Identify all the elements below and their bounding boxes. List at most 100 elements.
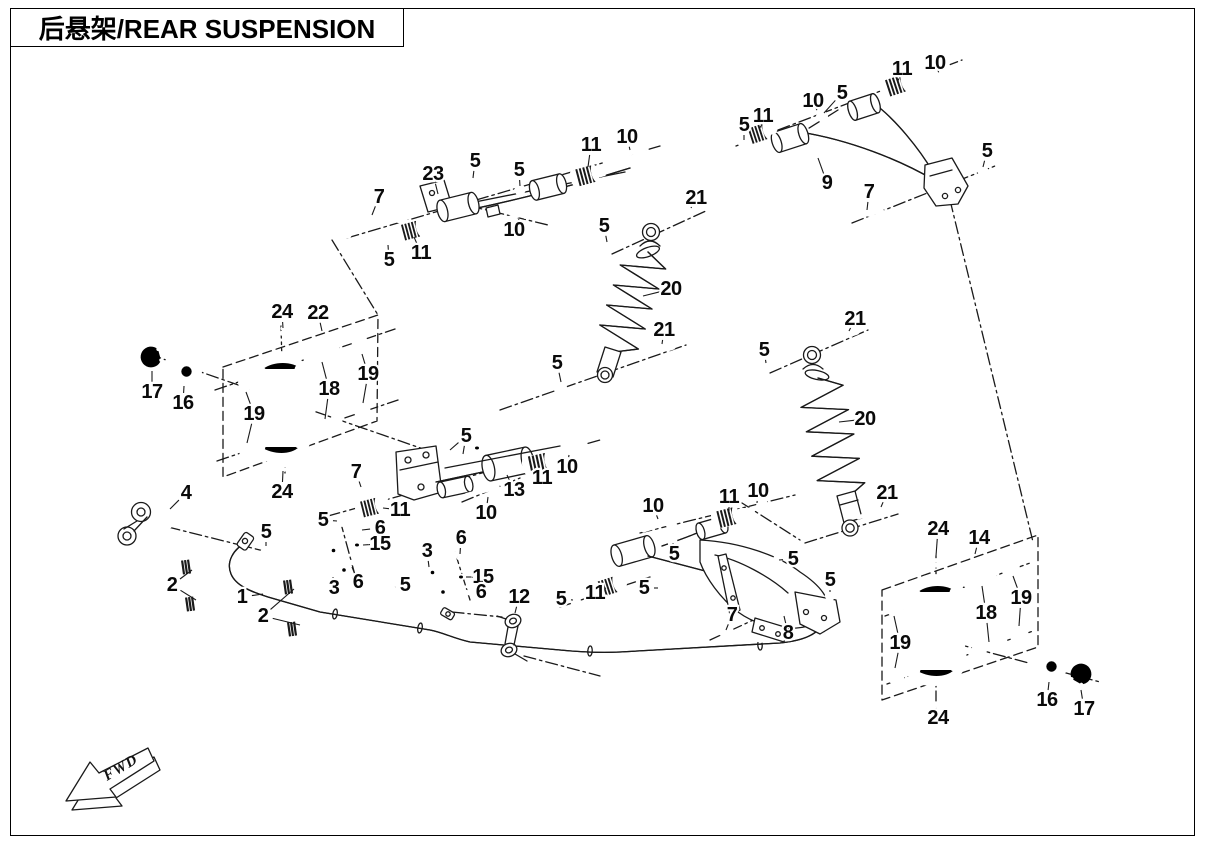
callout-11: 11	[382, 497, 413, 523]
callout-number: 19	[889, 632, 911, 654]
callout-number: 12	[508, 586, 530, 608]
callout-number: 5	[759, 339, 770, 361]
title-box: 后悬架/REAR SUSPENSION	[10, 8, 404, 47]
callout-number: 5	[669, 543, 680, 565]
callout-number: 11	[753, 105, 774, 127]
subassembly-boxes	[222, 314, 1039, 701]
part-stabilizer-link-12	[496, 613, 528, 662]
bearing-icon	[1028, 647, 1067, 682]
callout-number: 5	[639, 577, 650, 599]
flanged-bushing-icon	[1000, 556, 1022, 578]
callout-number: 5	[470, 150, 481, 172]
nut-icon	[759, 361, 773, 373]
callout-24: 24	[925, 705, 953, 732]
callout-number: 6	[353, 571, 364, 593]
washer-icon	[352, 541, 362, 549]
callout-number: 15	[472, 566, 494, 588]
callout-5: 5	[549, 350, 565, 383]
callout-number: 11	[892, 58, 913, 80]
callout-number: 21	[653, 319, 675, 341]
callout-20: 20	[838, 406, 879, 432]
flanged-bushing-icon	[1008, 623, 1030, 645]
callout-11: 11	[579, 132, 604, 168]
callout-15: 15	[362, 531, 394, 557]
spacer-icon	[961, 567, 1001, 589]
callout-number: 4	[181, 482, 193, 504]
callout-2: 2	[255, 588, 301, 629]
clamp-bracket-icon	[420, 568, 447, 597]
callout-number: 18	[975, 602, 997, 624]
callout-5: 5	[636, 575, 658, 601]
callout-5: 5	[979, 138, 995, 168]
callout-2: 2	[164, 569, 197, 601]
callout-21: 21	[683, 185, 710, 212]
callout-number: 2	[167, 574, 178, 596]
callout-number: 5	[400, 574, 411, 596]
callout-3: 3	[419, 538, 435, 568]
callout-number: 24	[271, 301, 294, 323]
bolt-icon	[640, 339, 678, 360]
snap-ring-icon	[1066, 659, 1096, 689]
callout-number: 24	[927, 518, 950, 540]
callout-number: 11	[581, 134, 602, 156]
callout-number: 3	[422, 540, 433, 562]
callout-number: 6	[375, 517, 386, 539]
callout-10: 10	[922, 50, 949, 77]
callout-number: 17	[141, 381, 163, 403]
nut-icon	[976, 165, 990, 177]
callout-number: 11	[719, 486, 740, 508]
callout-number: 5	[982, 140, 993, 162]
callout-number: 10	[556, 456, 578, 478]
callout-22: 22	[305, 300, 332, 332]
callout-23: 23	[420, 161, 447, 195]
callout-number: 17	[1073, 698, 1095, 720]
callout-5: 5	[258, 519, 274, 546]
callout-10: 10	[800, 88, 827, 115]
callout-number: 20	[660, 278, 682, 300]
callout-10: 10	[554, 454, 581, 481]
nut-icon	[657, 583, 669, 593]
callout-11: 11	[530, 465, 556, 492]
callout-10: 10	[473, 496, 500, 526]
callout-13: 13	[501, 474, 528, 503]
callout-number: 7	[864, 181, 875, 203]
callout-number: 19	[243, 403, 265, 425]
callout-number: 10	[503, 219, 525, 241]
callout-number: 5	[788, 548, 799, 570]
nut-icon	[260, 546, 272, 556]
callout-5: 5	[511, 157, 527, 187]
callout-24: 24	[269, 470, 297, 505]
callout-6: 6	[361, 515, 388, 541]
callout-6: 6	[350, 566, 366, 595]
callout-5: 5	[756, 337, 772, 364]
callout-5: 5	[381, 244, 397, 273]
callout-5: 5	[394, 572, 413, 598]
callout-24: 24	[269, 299, 297, 329]
callout-5: 5	[823, 80, 850, 114]
flanged-bushing-icon	[351, 400, 373, 422]
callout-number: 5	[552, 352, 563, 374]
bushing-clamp-icon	[177, 554, 209, 577]
callout-11: 11	[409, 236, 434, 266]
nut-icon	[466, 176, 480, 188]
callout-7: 7	[348, 459, 364, 488]
callout-number: 5	[837, 82, 848, 104]
callout-number: 13	[503, 479, 525, 501]
callout-number: 16	[1036, 689, 1058, 711]
callout-11: 11	[717, 484, 742, 511]
callout-19: 19	[887, 615, 914, 669]
callout-number: 5	[461, 425, 472, 447]
callout-4: 4	[169, 480, 195, 510]
callout-5: 5	[467, 148, 483, 179]
washer-icon	[456, 573, 466, 581]
callout-number: 14	[968, 527, 991, 549]
callout-21: 21	[842, 306, 869, 333]
callout-1: 1	[234, 584, 264, 610]
callout-number: 21	[844, 308, 866, 330]
callout-3: 3	[326, 575, 342, 602]
callout-18: 18	[973, 585, 1000, 643]
callout-17: 17	[139, 371, 166, 405]
callout-number: 6	[456, 527, 467, 549]
